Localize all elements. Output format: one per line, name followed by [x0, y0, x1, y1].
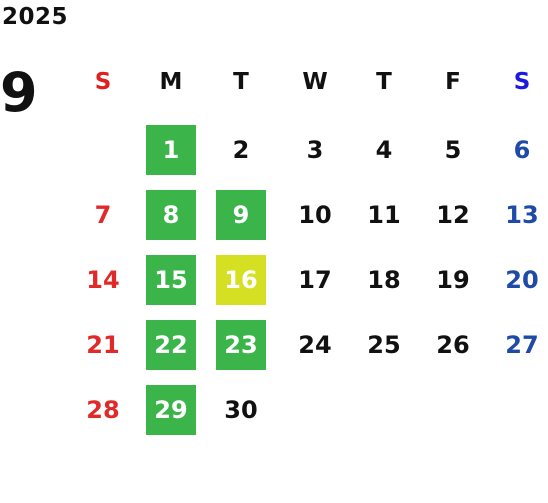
- weekday-header-3: W: [302, 69, 328, 95]
- weekday-header-2: T: [233, 69, 249, 95]
- day-cell-22[interactable]: 22: [146, 320, 196, 370]
- day-cell-29[interactable]: 29: [146, 385, 196, 435]
- weekday-header-5: F: [445, 69, 461, 95]
- weekday-header-0: S: [94, 69, 112, 95]
- day-cell-26[interactable]: 26: [436, 331, 470, 359]
- day-cell-2[interactable]: 2: [232, 136, 250, 164]
- day-cell-10[interactable]: 10: [298, 201, 332, 229]
- day-cell-21[interactable]: 21: [86, 331, 120, 359]
- day-cell-25[interactable]: 25: [367, 331, 401, 359]
- weekday-header-6: S: [513, 69, 531, 95]
- day-cell-19[interactable]: 19: [436, 266, 470, 294]
- day-cell-13[interactable]: 13: [505, 201, 539, 229]
- day-cell-20[interactable]: 20: [505, 266, 539, 294]
- day-cell-3[interactable]: 3: [306, 136, 324, 164]
- day-cell-7[interactable]: 7: [94, 201, 112, 229]
- day-cell-15[interactable]: 15: [146, 255, 196, 305]
- day-cell-23[interactable]: 23: [216, 320, 266, 370]
- day-cell-30[interactable]: 30: [224, 396, 258, 424]
- weekday-header-4: T: [376, 69, 392, 95]
- month-label: 9: [0, 61, 38, 124]
- day-cell-1[interactable]: 1: [146, 125, 196, 175]
- day-cell-8[interactable]: 8: [146, 190, 196, 240]
- day-cell-27[interactable]: 27: [505, 331, 539, 359]
- year-label: 2025: [2, 4, 69, 30]
- day-cell-12[interactable]: 12: [436, 201, 470, 229]
- day-cell-4[interactable]: 4: [375, 136, 393, 164]
- weekday-header-1: M: [159, 69, 183, 95]
- day-cell-6[interactable]: 6: [513, 136, 531, 164]
- day-cell-5[interactable]: 5: [444, 136, 462, 164]
- day-cell-11[interactable]: 11: [367, 201, 401, 229]
- day-cell-24[interactable]: 24: [298, 331, 332, 359]
- day-cell-16[interactable]: 16: [216, 255, 266, 305]
- day-cell-28[interactable]: 28: [86, 396, 120, 424]
- day-cell-18[interactable]: 18: [367, 266, 401, 294]
- day-cell-17[interactable]: 17: [298, 266, 332, 294]
- day-cell-14[interactable]: 14: [86, 266, 120, 294]
- day-cell-9[interactable]: 9: [216, 190, 266, 240]
